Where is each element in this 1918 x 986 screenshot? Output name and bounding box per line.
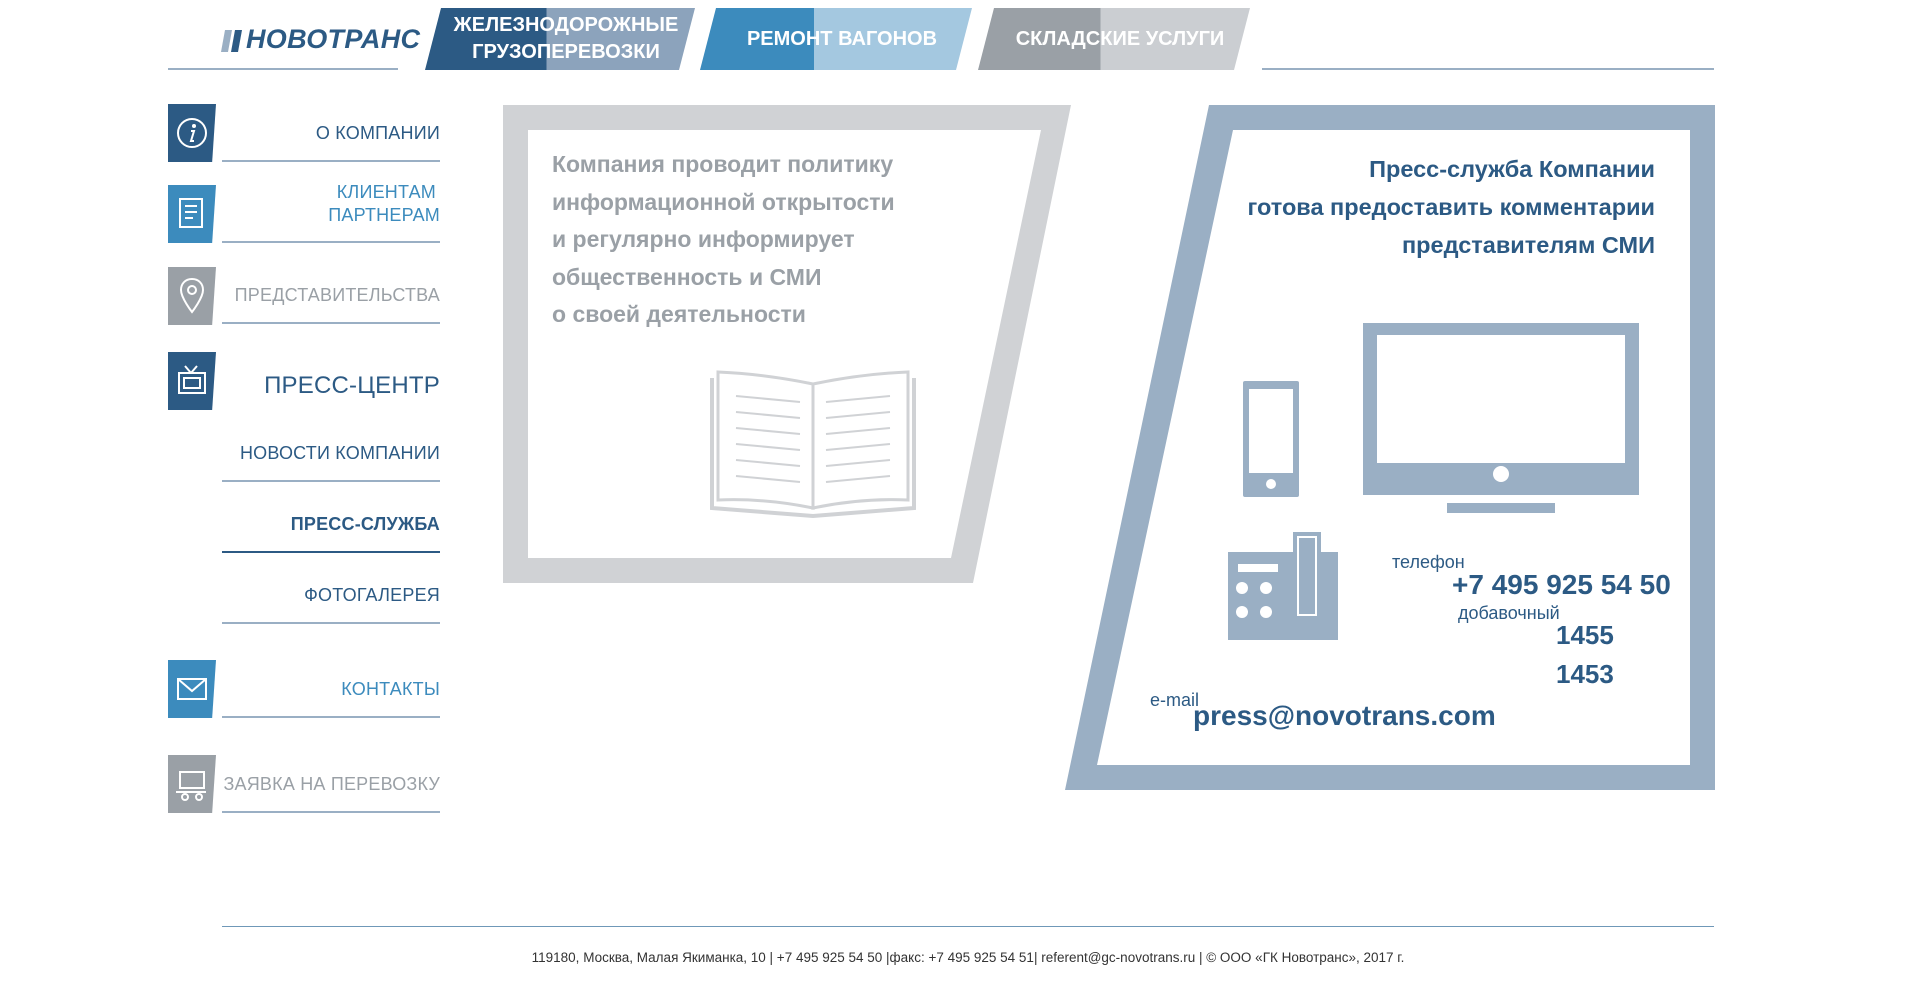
header-divider-left [168, 68, 398, 70]
email-label: e-mail [1150, 690, 1200, 710]
tab-wagon-repair-label: РЕМОНТ ВАГОНОВ [746, 27, 938, 50]
press-heading-line: готова предоставить комментарии [1247, 194, 1656, 220]
tab-rail-freight-line2: ГРУЗОПЕРЕВОЗКИ [472, 41, 660, 63]
tab-warehouse-services-label: СКЛАДСКИЕ УСЛУГИ [1015, 27, 1225, 50]
envelope-icon[interactable] [168, 660, 216, 718]
mobile-phone-icon [1243, 381, 1299, 497]
location-pin-icon-glyph [179, 277, 205, 314]
info-icon[interactable] [168, 104, 216, 162]
phone-label: телефон [1392, 552, 1465, 572]
info-icon-glyph [177, 118, 207, 148]
sidebar-divider [222, 241, 440, 243]
cart-icon-glyph [176, 771, 206, 801]
tab-rail-freight[interactable]: ЖЕЛЕЗНОДОРОЖНЫЕ ГРУЗОПЕРЕВОЗКИ [425, 8, 695, 70]
press-heading-line: представителям СМИ [1401, 232, 1655, 258]
logo[interactable]: НОВОТРАНС [220, 22, 420, 62]
extension-number: 1455 [1556, 620, 1614, 650]
press-heading-line: Пресс-служба Компании [1369, 156, 1655, 182]
extension-label: добавочный [1458, 603, 1560, 623]
info-panel-line: информационной открытости [552, 188, 895, 215]
phone-number[interactable]: +7 495 925 54 50 [1452, 569, 1671, 600]
sidebar-divider [222, 322, 440, 324]
header-divider-right [1262, 68, 1714, 70]
monitor-icon [1363, 323, 1639, 513]
info-panel-line: и регулярно информирует [552, 226, 855, 252]
location-pin-icon[interactable] [168, 267, 216, 325]
sidebar-item-offices[interactable]: ПРЕДСТАВИТЕЛЬСТВА [234, 285, 440, 305]
cart-icon[interactable] [168, 755, 216, 813]
footer-divider [222, 926, 1714, 927]
email-link[interactable]: press@novotrans.com [1193, 700, 1496, 731]
tab-rail-freight-line1: ЖЕЛЕЗНОДОРОЖНЫЕ [453, 14, 679, 36]
sidebar-divider [222, 716, 440, 718]
tab-wagon-repair[interactable]: РЕМОНТ ВАГОНОВ [700, 8, 972, 70]
sidebar-item-clients-line2: ПАРТНЕРАМ [328, 205, 440, 225]
logo-text: НОВОТРАНС [246, 24, 421, 54]
open-book-icon [710, 370, 916, 519]
sidebar-divider [222, 480, 440, 482]
document-icon[interactable] [168, 185, 216, 243]
sidebar-item-press-center[interactable]: ПРЕСС-ЦЕНТР [264, 372, 440, 399]
sidebar-subitem-news[interactable]: НОВОСТИ КОМПАНИИ [239, 443, 440, 463]
sidebar-item-clients-line1: КЛИЕНТАМ [336, 182, 436, 202]
footer-contacts: 119180, Москва, Малая Якиманка, 10 | +7 … [531, 950, 1405, 965]
document-icon-glyph [179, 198, 203, 228]
sidebar-divider [222, 160, 440, 162]
info-panel-line: общественность и СМИ [552, 263, 822, 290]
sidebar-item-contacts[interactable]: КОНТАКТЫ [341, 679, 440, 699]
tv-icon[interactable] [168, 352, 216, 410]
envelope-icon-glyph [177, 678, 207, 700]
sidebar-subitem-press-service[interactable]: ПРЕСС-СЛУЖБА [290, 514, 440, 534]
sidebar-divider [222, 811, 440, 813]
extension-number: 1453 [1556, 659, 1614, 689]
sidebar-item-request[interactable]: ЗАЯВКА НА ПЕРЕВОЗКУ [223, 774, 440, 794]
info-panel-line: Компания проводит политику [552, 151, 894, 177]
sidebar-item-about[interactable]: О КОМПАНИИ [315, 123, 440, 143]
tv-icon-glyph [178, 365, 206, 394]
sidebar-divider [222, 622, 440, 624]
press-panel-heading: Пресс-служба Компании готова предоставит… [1190, 150, 1656, 264]
logo-stripes-icon [221, 30, 242, 52]
sidebar-subitem-gallery[interactable]: ФОТОГАЛЕРЕЯ [304, 585, 440, 605]
info-panel-text: Компания проводит политику информационно… [552, 146, 952, 334]
desk-phone-icon [1228, 532, 1338, 640]
sidebar-item-clients[interactable]: КЛИЕНТАМ ПАРТНЕРАМ [222, 181, 440, 227]
info-panel-line: о своей деятельности [552, 301, 806, 327]
tab-warehouse-services[interactable]: СКЛАДСКИЕ УСЛУГИ [978, 8, 1250, 70]
sidebar-divider-active [222, 551, 440, 553]
